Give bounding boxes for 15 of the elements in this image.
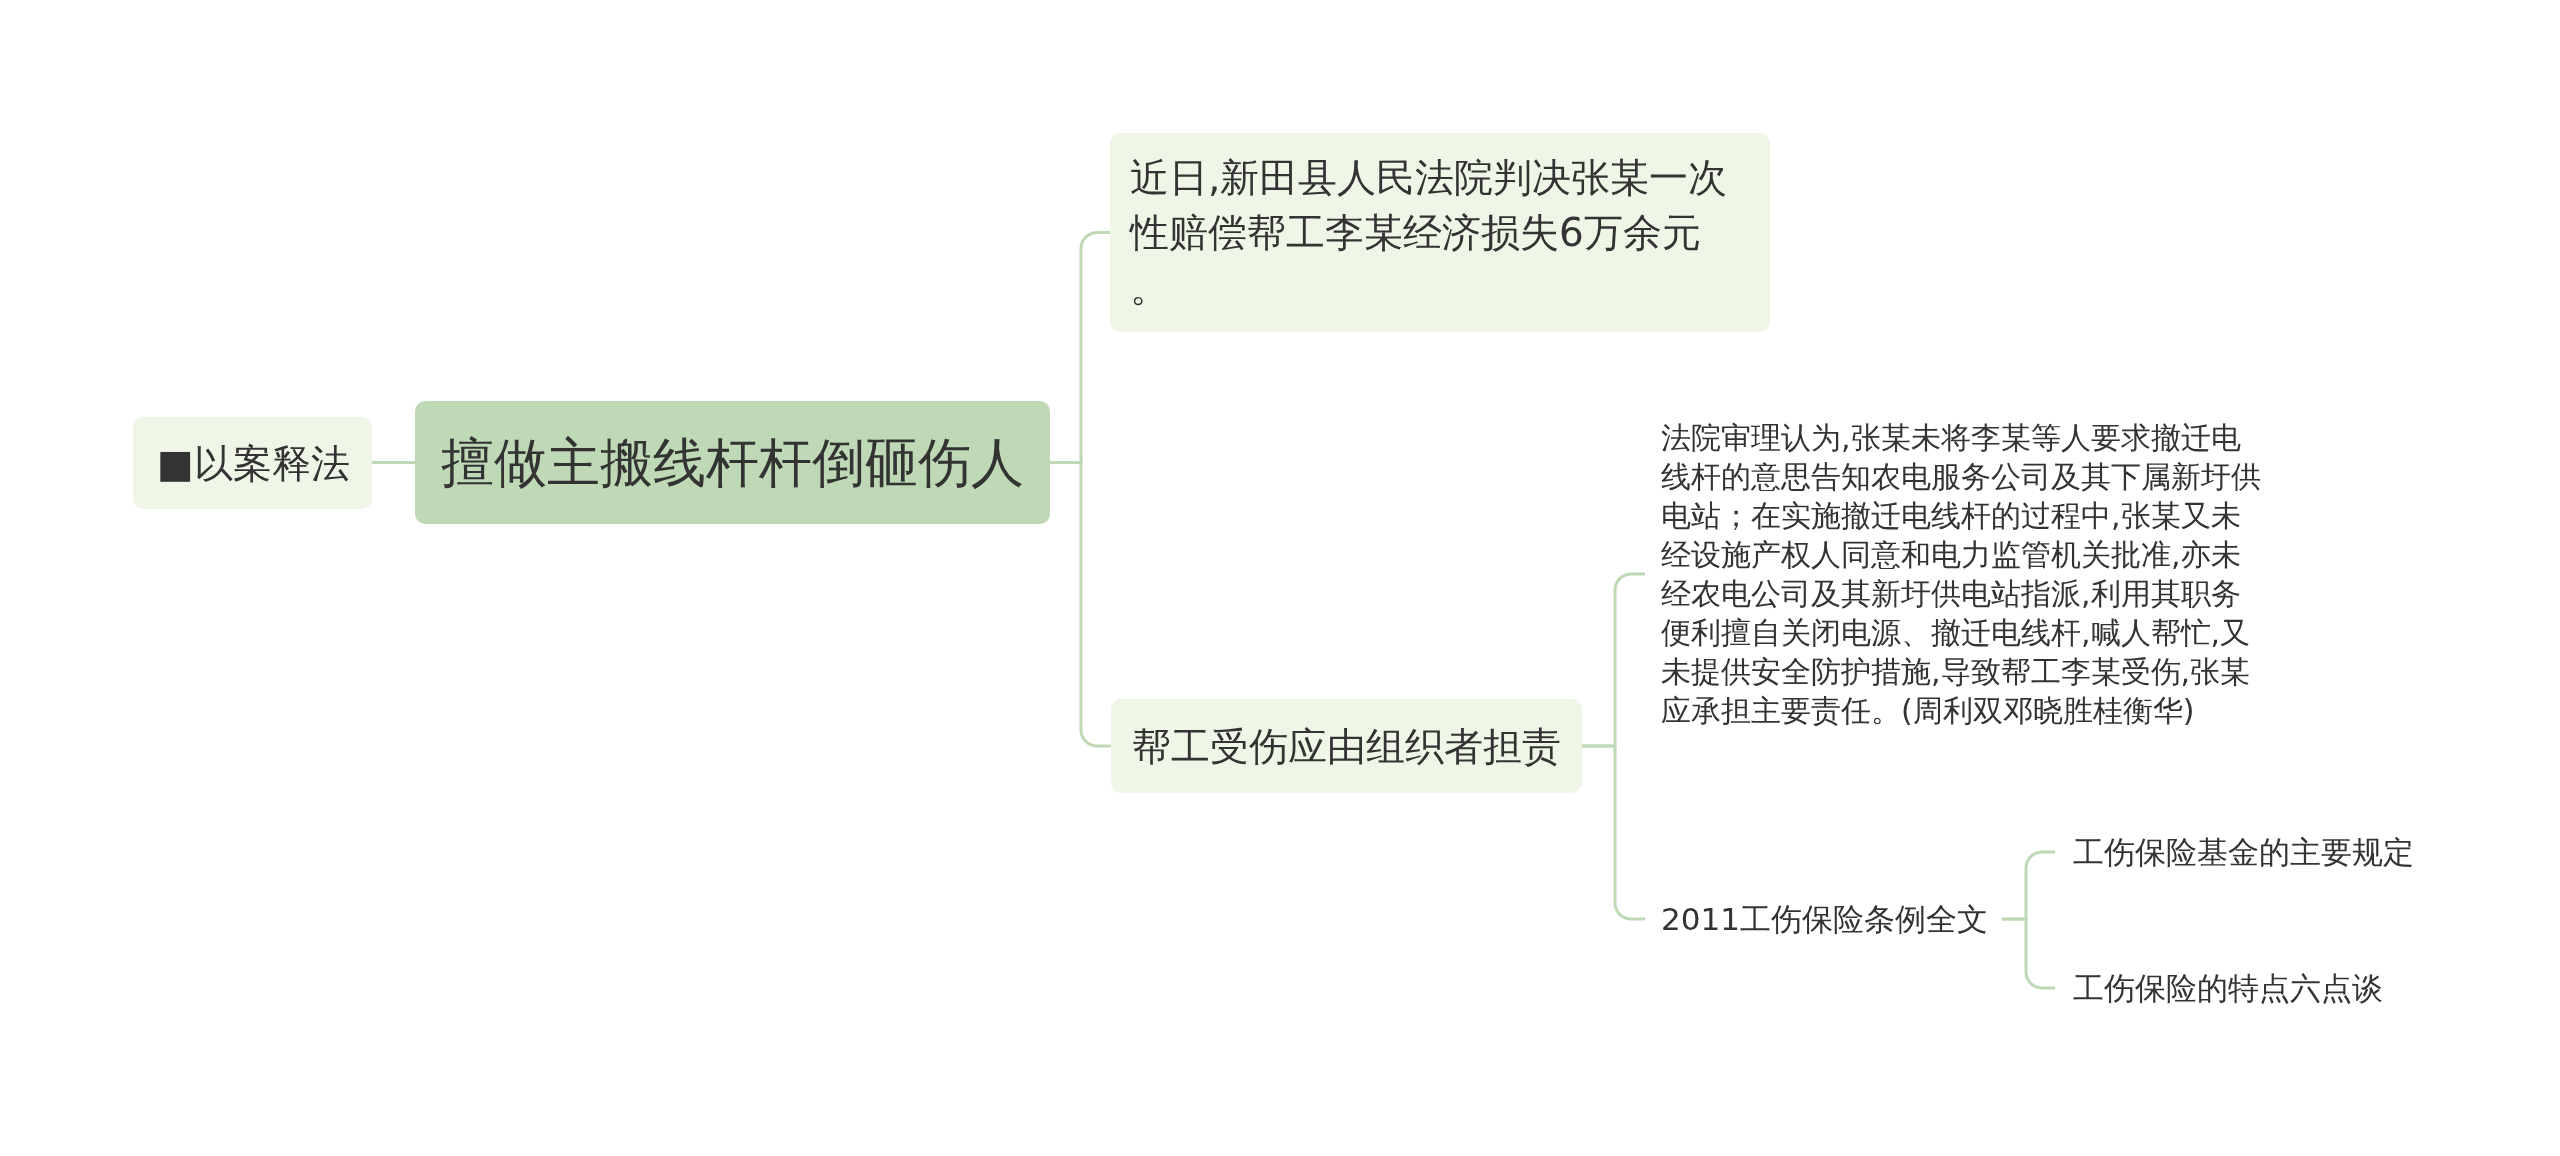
subtopic-text: 工伤保险基金的主要规定 (2073, 833, 2414, 872)
topic-text: 帮工受伤应由组织者担责 (1132, 722, 1561, 771)
topic-text: 近日,新田县人民法院判决张某一次性赔偿帮工李某经济损失6万余元。 (1130, 154, 1729, 312)
subtopic-text: 工伤保险的特点六点谈 (2073, 969, 2383, 1008)
topic-box (1110, 133, 1770, 332)
central-topic-text: 擅做主搬线杆杆倒砸伤人 (441, 430, 1024, 495)
connector-line (1582, 744, 1645, 921)
connector-line (371, 461, 415, 464)
topic-box (133, 417, 372, 509)
topic-box (1111, 699, 1582, 793)
subtopic-text: 法院审理认为,张某未将李某等人要求撤迁电线杆的意思告知农电服务公司及其下属新圩供电站；在实施撤迁电线杆的过程中,张某又未经设施产权人同意和电力监管机关批准,亦未经农电公司及其新圩供电站指派,利用其职务便利擅自关闭电源、撤迁电线杆,喊人帮忙,又未提供安全防护措施,导致帮工李某受伤,张某应承担主要责任。(周利双邓晓胜桂衡华) (1661, 419, 2262, 730)
central-topic-box (415, 401, 1050, 524)
connector-line (2001, 917, 2055, 990)
subtopic-text: 2011工伤保险条例全文 (1661, 900, 1988, 939)
topic-text: ■以案释法 (157, 439, 350, 488)
